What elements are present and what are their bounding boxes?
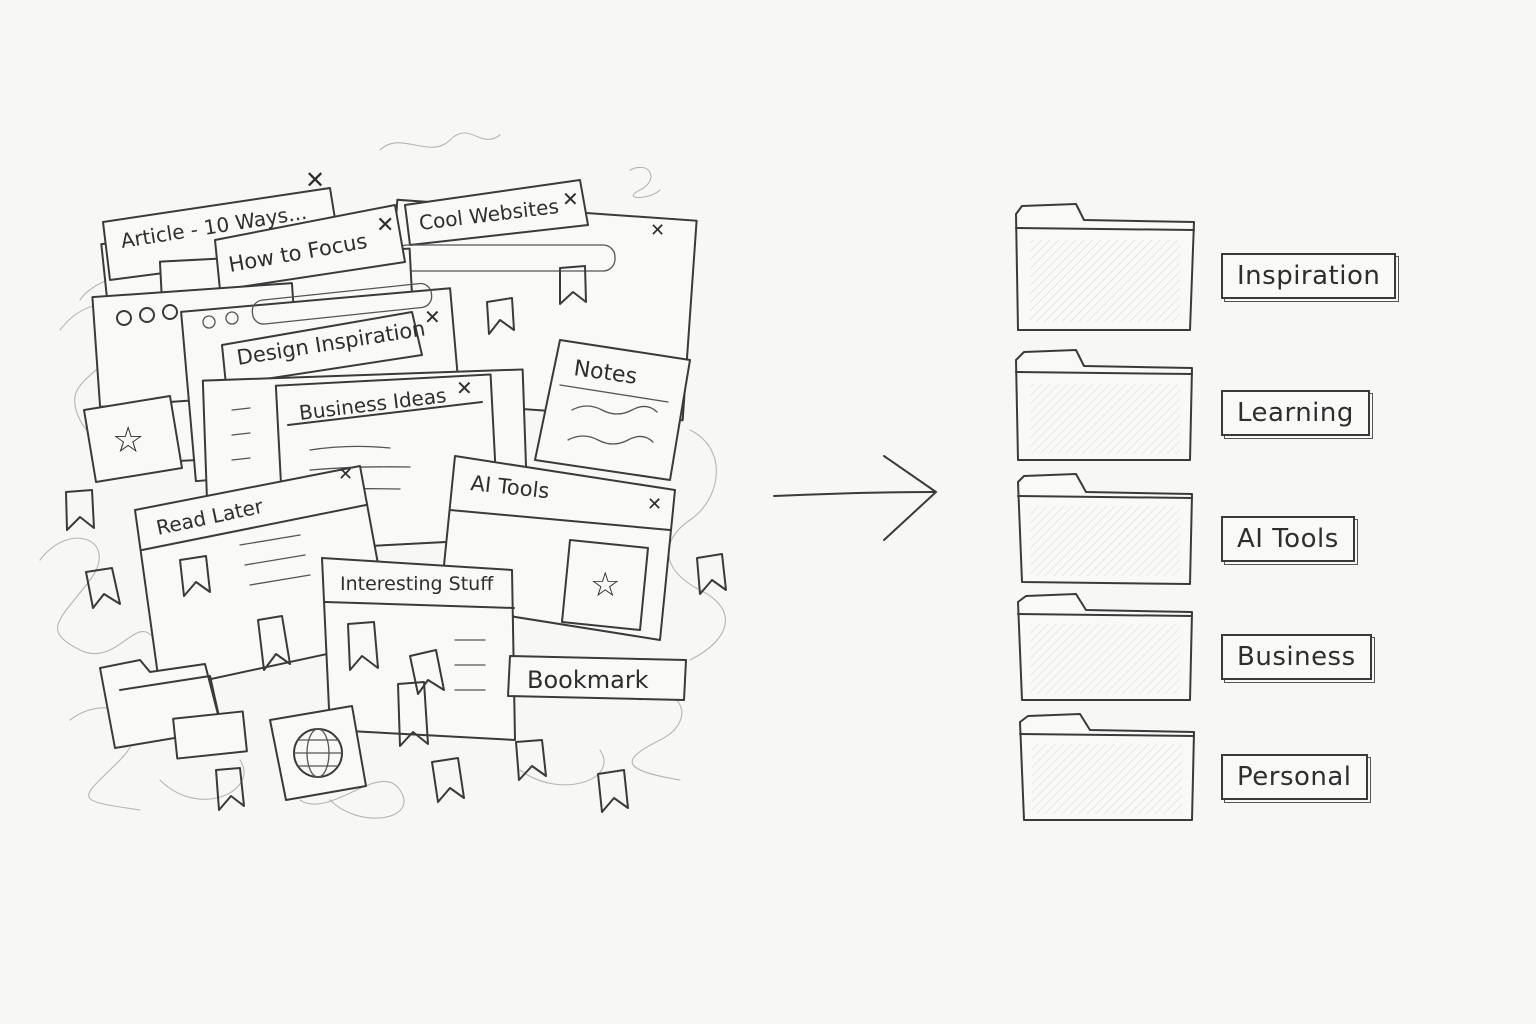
- folder-label-inspiration[interactable]: Inspiration: [1221, 253, 1397, 299]
- bookmark-icon: [215, 767, 245, 811]
- bookmark-icon: [179, 555, 211, 597]
- close-icon[interactable]: ✕: [305, 166, 325, 194]
- star-icon: ☆: [590, 565, 620, 605]
- folder-label-text: Personal: [1237, 762, 1352, 792]
- bookmark-icon: [409, 649, 445, 695]
- folder-icon: [1017, 473, 1193, 585]
- tab-interesting-stuff[interactable]: Interesting Stuff: [340, 573, 494, 595]
- close-icon[interactable]: ✕: [376, 213, 394, 238]
- bookmark-icon: [515, 739, 547, 781]
- close-icon[interactable]: ✕: [647, 494, 662, 515]
- folder-label-learning[interactable]: Learning: [1221, 390, 1370, 436]
- bookmark-button-label: Bookmark: [527, 666, 649, 694]
- browser-window-interesting-stuff: Interesting Stuff: [321, 557, 516, 741]
- folder-label-text: Business: [1237, 642, 1356, 672]
- bookmark-icon: [65, 489, 95, 531]
- folder-label-text: Learning: [1237, 398, 1354, 428]
- close-icon[interactable]: ✕: [424, 305, 441, 329]
- bookmark-icon: [696, 553, 727, 595]
- star-card: ☆: [83, 395, 183, 483]
- folder-icon: [1015, 203, 1195, 331]
- globe-icon: [269, 705, 367, 801]
- folder-icon: [99, 659, 248, 760]
- bookmark-icon: [431, 757, 465, 803]
- bookmark-ribbons: [65, 265, 727, 813]
- folder-label-ai-tools[interactable]: AI Tools: [1221, 516, 1355, 562]
- bookmark-icon: [559, 265, 587, 305]
- folder-label-text: Inspiration: [1237, 261, 1381, 291]
- bookmark-button[interactable]: Bookmark: [507, 655, 687, 701]
- star-icon: ☆: [112, 420, 144, 461]
- close-icon[interactable]: ✕: [338, 464, 353, 485]
- notes-card: Notes: [534, 339, 691, 481]
- folder-icon: [1017, 593, 1193, 701]
- folder-icon: [1015, 349, 1193, 461]
- folder-label-business[interactable]: Business: [1221, 634, 1372, 680]
- bookmark-icon: [347, 621, 379, 671]
- bookmark-icon: [486, 297, 515, 335]
- bookmark-icon: [597, 769, 629, 813]
- folder-label-personal[interactable]: Personal: [1221, 754, 1368, 800]
- folder-label-text: AI Tools: [1237, 524, 1339, 554]
- close-icon[interactable]: ✕: [650, 220, 665, 241]
- close-icon[interactable]: ✕: [562, 187, 579, 211]
- bookmark-icon: [85, 567, 121, 609]
- organized-folders: [1015, 203, 1195, 821]
- right-arrow-icon: [773, 455, 937, 541]
- bookmark-icon: [397, 681, 429, 747]
- close-icon[interactable]: ✕: [456, 376, 473, 400]
- bookmark-icon: [257, 615, 291, 671]
- folder-icon: [1019, 713, 1195, 821]
